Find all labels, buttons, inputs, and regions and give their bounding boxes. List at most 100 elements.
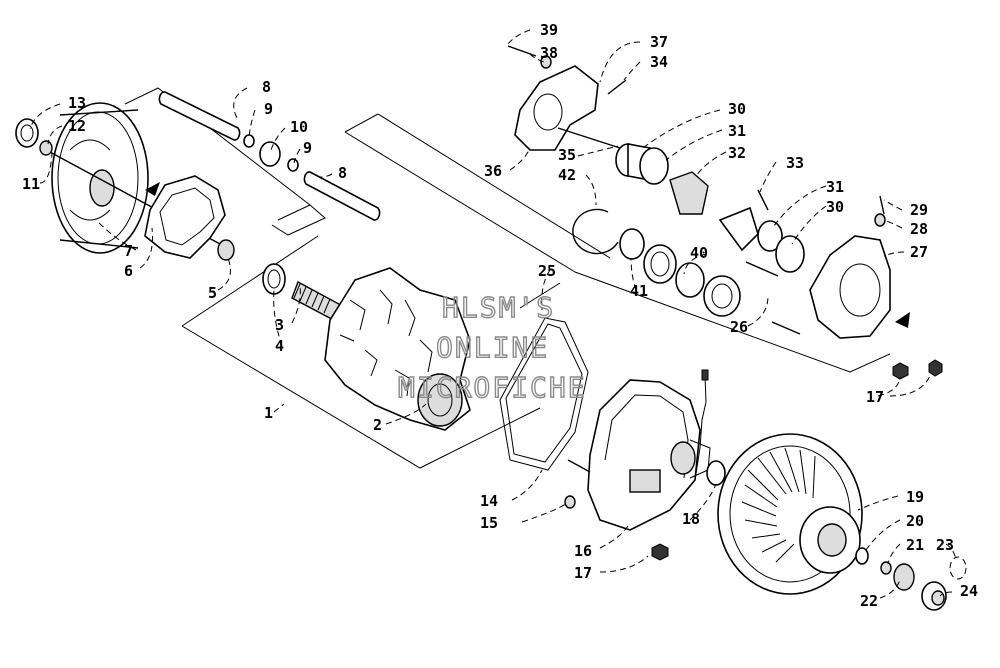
nut-28 <box>874 213 886 227</box>
spring-clip-33 <box>757 189 769 211</box>
callout-42: 42 <box>558 166 576 184</box>
nut-17-upper <box>892 359 943 380</box>
callout-38: 38 <box>540 44 558 62</box>
pointer-arrow-left <box>145 182 160 196</box>
spider-assembly-2 <box>324 267 471 431</box>
callout-12: 12 <box>68 117 86 135</box>
caliper-housing-27 <box>809 235 891 339</box>
sensor-wire-18 <box>694 369 709 481</box>
spacer-9-lower <box>287 158 299 172</box>
callout-29: 29 <box>910 201 928 219</box>
watermark-line3: MICROFICHE <box>398 371 587 404</box>
callout-31-lower: 31 <box>826 178 844 196</box>
nut-17-lower <box>651 543 669 561</box>
brake-bracket-36 <box>514 65 599 151</box>
bushing-5 <box>217 239 235 261</box>
callout-labels: 13 12 11 7 6 5 8 9 10 9 8 3 4 1 2 39 38 … <box>22 21 978 610</box>
rod-8-lower <box>303 171 381 221</box>
callout-18: 18 <box>682 510 700 528</box>
plate-40 <box>718 206 759 252</box>
ring-31-upper <box>639 147 669 185</box>
watermark-line1: HLSM'S <box>442 291 555 324</box>
callout-2: 2 <box>373 416 382 434</box>
callout-23: 23 <box>936 536 954 554</box>
washer-13 <box>15 118 39 148</box>
gearcase-housing-16 <box>587 379 711 531</box>
callout-13: 13 <box>68 94 86 112</box>
watermark: HLSM'S ONLINE MICROFICHE <box>397 290 587 404</box>
callout-14: 14 <box>480 492 498 510</box>
callout-25: 25 <box>538 262 556 280</box>
shaft-16 <box>567 459 591 473</box>
callout-34: 34 <box>650 53 668 71</box>
driven-clutch-sheave-19 <box>717 433 863 595</box>
callout-27: 27 <box>910 243 928 261</box>
callout-4: 4 <box>275 337 284 355</box>
callout-31-upper: 31 <box>728 122 746 140</box>
bolt-39 <box>507 45 537 57</box>
callout-20: 20 <box>906 512 924 530</box>
pin-34 <box>607 79 627 95</box>
callout-32: 32 <box>728 144 746 162</box>
callout-39: 39 <box>540 21 558 39</box>
nut-12 <box>39 140 53 156</box>
callout-36: 36 <box>484 162 502 180</box>
callout-10: 10 <box>290 118 308 136</box>
callout-17-upper: 17 <box>866 388 884 406</box>
callout-15: 15 <box>480 514 498 532</box>
callout-28: 28 <box>910 220 928 238</box>
callout-3: 3 <box>275 316 284 334</box>
callout-6: 6 <box>124 262 133 280</box>
washer-4 <box>262 263 286 295</box>
callout-8-upper: 8 <box>262 78 271 96</box>
callout-16: 16 <box>574 542 592 560</box>
seal-ring-18 <box>706 460 726 486</box>
callout-19: 19 <box>906 488 924 506</box>
callout-17-lower: 17 <box>574 564 592 582</box>
callout-30-lower: 30 <box>826 198 844 216</box>
rod-8-upper <box>158 91 241 141</box>
spring-22 <box>893 563 915 591</box>
shaft-35 <box>557 127 621 149</box>
leader-lines <box>29 29 957 599</box>
callout-30-upper: 30 <box>728 100 746 118</box>
callout-9-upper: 9 <box>264 100 273 118</box>
cap-24 <box>921 581 947 611</box>
bearing-41 <box>619 228 741 317</box>
pointer-arrow-right <box>895 312 910 328</box>
washer-38 <box>540 55 552 69</box>
callout-37: 37 <box>650 33 668 51</box>
callout-1: 1 <box>264 404 273 422</box>
group-outline-lines <box>124 87 891 469</box>
ring-23 <box>949 556 967 580</box>
ring-31-lower <box>757 220 783 252</box>
callout-41: 41 <box>630 282 648 300</box>
bolt-15 <box>564 495 576 509</box>
callout-22: 22 <box>860 592 878 610</box>
cover-plate-6 <box>144 175 226 259</box>
callout-11: 11 <box>22 175 40 193</box>
callout-7: 7 <box>124 242 133 260</box>
roller-10 <box>259 141 281 167</box>
bolt-29 <box>879 195 885 215</box>
brake-pad-32 <box>669 171 709 215</box>
gasket-25 <box>499 317 589 471</box>
spacer-9-upper <box>243 134 255 148</box>
washer-20 <box>855 547 869 565</box>
callout-5: 5 <box>208 284 217 302</box>
callout-9-lower: 9 <box>303 139 312 157</box>
callout-26: 26 <box>730 318 748 336</box>
watermark-line2: ONLINE <box>436 331 549 364</box>
bushing-30-lower <box>775 235 805 273</box>
callout-24: 24 <box>960 582 978 600</box>
callout-40: 40 <box>690 244 708 262</box>
callout-35: 35 <box>558 146 576 164</box>
bolt-26 <box>745 261 801 335</box>
callout-21: 21 <box>906 536 924 554</box>
retaining-ring-42 <box>572 208 619 255</box>
callout-8-lower: 8 <box>338 164 347 182</box>
callout-33: 33 <box>786 154 804 172</box>
drive-clutch-sheave <box>51 102 149 254</box>
bolt-21 <box>880 561 892 575</box>
